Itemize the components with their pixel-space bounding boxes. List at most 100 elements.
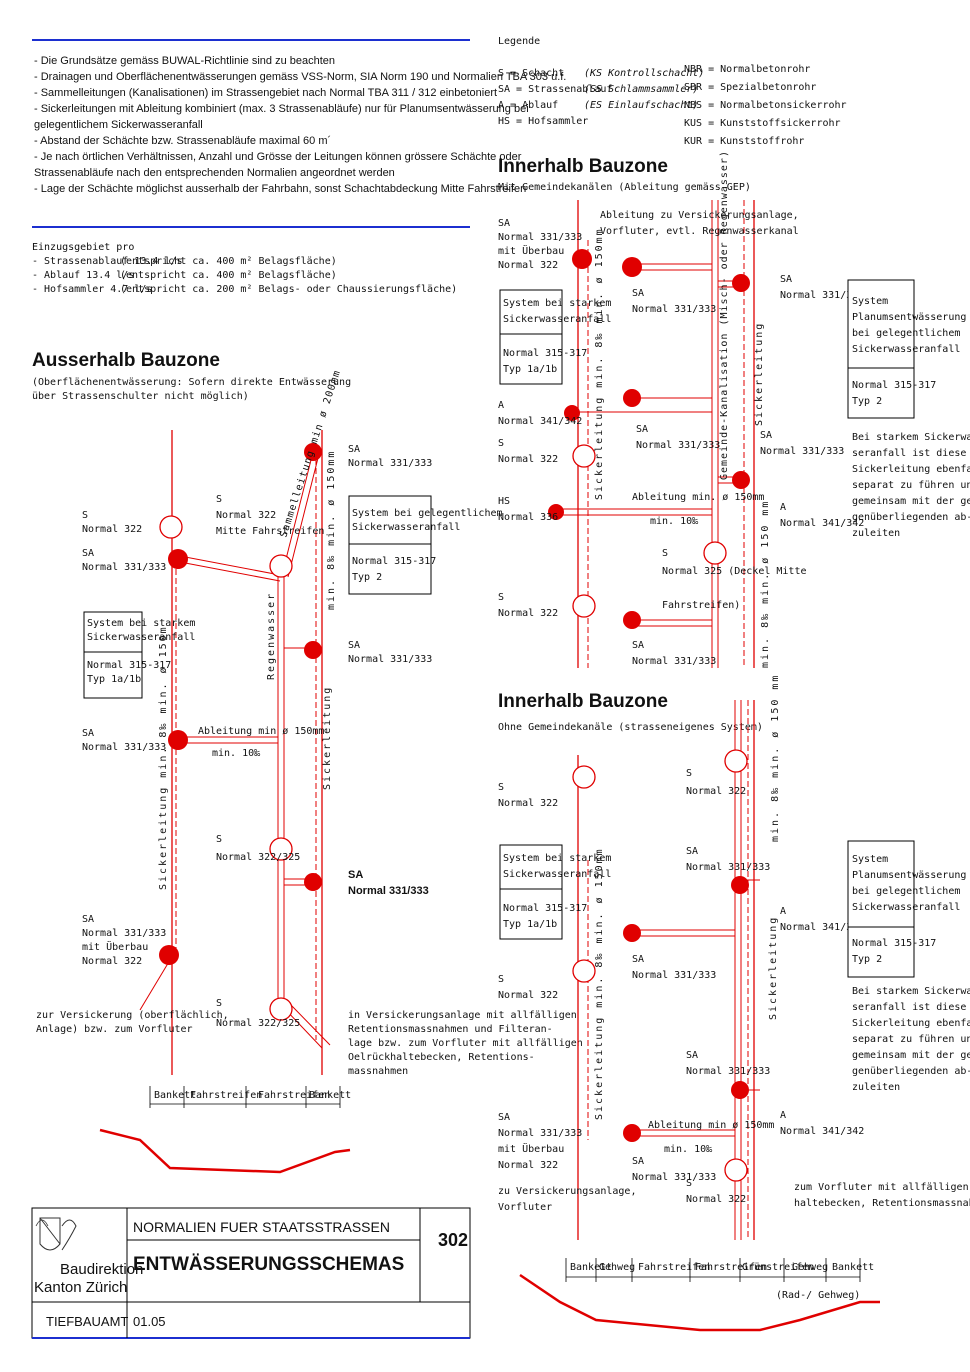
box-text: Normal 315-317 bbox=[503, 903, 587, 914]
section-label: Bankett bbox=[309, 1090, 351, 1101]
note-line: - Die Grundsätze gemäss BUWAL-Richtlinie… bbox=[34, 55, 335, 67]
section-label: Grünstreifen bbox=[742, 1262, 814, 1273]
structure-label: S bbox=[498, 974, 504, 985]
pipe-annotation: min. 10‰ bbox=[212, 748, 261, 759]
structure-label: A bbox=[780, 906, 786, 917]
structure-label: Normal 331/333 bbox=[780, 290, 864, 301]
manhole-symbol bbox=[269, 997, 293, 1021]
collector-pipe bbox=[281, 455, 313, 576]
street-inlet-symbol bbox=[572, 249, 592, 269]
section-label: (Rad-/ Gehweg) bbox=[776, 1290, 860, 1301]
structure-label: Normal 322 bbox=[498, 798, 558, 809]
manhole-symbol bbox=[572, 765, 596, 789]
street-inlet-symbol bbox=[168, 730, 188, 750]
legend-item: NBS = Normalbetonsickerrohr bbox=[684, 100, 847, 111]
street-inlet-symbol bbox=[731, 1081, 749, 1099]
structure-label: Normal 322 bbox=[82, 956, 142, 967]
street-inlet-symbol bbox=[732, 471, 750, 489]
catchment-row: - Ablauf 13.4 l/s bbox=[32, 270, 134, 281]
structure-label: SA bbox=[686, 1050, 698, 1061]
outlet-note: zu Versickerungsanlage, bbox=[498, 1186, 636, 1197]
structure-label: SA bbox=[82, 728, 94, 739]
side-note: gemeinsam mit der ge- bbox=[852, 1050, 970, 1061]
structure-label: SA bbox=[348, 640, 360, 651]
structure-label: S bbox=[498, 438, 504, 449]
section-label: Gehweg bbox=[792, 1262, 828, 1273]
title-block: Baudirektion Kanton Zürich TIEFBAUAMT NO… bbox=[31, 1207, 471, 1339]
manhole-symbol bbox=[269, 837, 293, 861]
system-box bbox=[847, 279, 915, 369]
legend-item: KUR = Kunststoffrohr bbox=[684, 136, 804, 147]
outlet-note: Anlage) bzw. zum Vorfluter bbox=[36, 1024, 193, 1035]
structure-label: Normal 331/333 bbox=[348, 458, 432, 469]
structure-label: S bbox=[498, 782, 504, 793]
section-label: Bankett bbox=[154, 1090, 196, 1101]
legend-item: SA = Strassenablauf bbox=[498, 84, 612, 95]
section-subtitle: Mit Gemeindekanälen (Ableitung gemäss GE… bbox=[498, 182, 751, 193]
structure-label: Normal 322 bbox=[498, 990, 558, 1001]
yard-inlet-symbol bbox=[548, 504, 564, 520]
structure-label: Normal 331/333 bbox=[686, 862, 770, 873]
structure-label: SA bbox=[348, 444, 360, 455]
pipe-annotation: Regenwasser bbox=[266, 592, 277, 680]
catchment-title: Einzugsgebiet pro bbox=[32, 242, 134, 253]
structure-label: SA bbox=[498, 1112, 510, 1123]
street-inlet-symbol bbox=[304, 641, 322, 659]
structure-label: SA bbox=[632, 954, 644, 965]
catchment-row: - Hofsammler 4.7 l/s bbox=[32, 284, 152, 295]
structure-label: SA bbox=[780, 274, 792, 285]
side-note: separat zu führen und bbox=[852, 480, 970, 491]
side-note: Sickerleitung ebenfalls bbox=[852, 1018, 970, 1029]
box-text: Typ 1a/1b bbox=[503, 364, 557, 375]
structure-label: Normal 331/333 bbox=[632, 970, 716, 981]
box-text: Sickerwasseranfall bbox=[352, 522, 460, 533]
outlet-note: Oelrückhaltebecken, Retentions- bbox=[348, 1052, 535, 1063]
system-box bbox=[847, 926, 915, 978]
structure-label: Normal 331/333 bbox=[82, 928, 166, 939]
structure-label: Normal 341/342 bbox=[780, 1126, 864, 1137]
structure-label: A bbox=[780, 502, 786, 513]
note-line: - Lage der Schächte möglichst ausserhalb… bbox=[34, 183, 526, 195]
pipe-annotation: min. 10‰ bbox=[650, 516, 699, 527]
structure-label: A bbox=[780, 1110, 786, 1121]
street-inlet-symbol bbox=[623, 611, 641, 629]
manhole-symbol bbox=[269, 554, 293, 578]
structure-label: SA bbox=[82, 914, 94, 925]
side-note: separat zu führen und bbox=[852, 1034, 970, 1045]
box-text: Sickerwasseranfall bbox=[87, 632, 195, 643]
system-box bbox=[83, 611, 143, 653]
org-canton: Kanton Zürich bbox=[34, 1279, 127, 1296]
structure-label: Normal 341/342 bbox=[780, 922, 864, 933]
structure-label: SA bbox=[632, 288, 644, 299]
outlet-note: Vorfluter bbox=[498, 1202, 552, 1213]
legend-item: NBR = Normalbetonrohr bbox=[684, 64, 810, 75]
box-text: Typ 2 bbox=[852, 954, 882, 965]
pipe-annotation: Ableitung min. ø 150mm bbox=[632, 492, 764, 503]
structure-label: Normal 322/325 bbox=[216, 852, 300, 863]
legend-item: A = Ablauf bbox=[498, 100, 558, 111]
side-note: genüberliegenden ab- bbox=[852, 512, 970, 523]
pipe-annotation: min. 8‰ min. ø 150 mm bbox=[760, 500, 771, 668]
street-inlet-symbol bbox=[304, 873, 322, 891]
outlet-note: massnahmen bbox=[348, 1066, 408, 1077]
structure-label: Normal 322 bbox=[498, 454, 558, 465]
structure-label: Normal 322 bbox=[498, 1160, 558, 1171]
note-line: gelegentlichem Sickerwasseranfall bbox=[34, 119, 203, 131]
sheet-number: 302 bbox=[438, 1230, 468, 1250]
structure-label: Normal 322 bbox=[498, 260, 558, 271]
zurich-crest-icon bbox=[35, 1217, 77, 1251]
structure-label: Normal 331/333 bbox=[686, 1066, 770, 1077]
section-label: Bankett bbox=[832, 1262, 874, 1273]
note-line: - Drainagen und Oberflächenentwässerunge… bbox=[34, 71, 566, 83]
box-text: System bbox=[852, 854, 888, 865]
section-label: Fahrstreifen bbox=[258, 1090, 330, 1101]
box-text: bei gelegentlichem bbox=[852, 328, 960, 339]
box-text: Normal 315-317 bbox=[87, 660, 171, 671]
manhole-symbol bbox=[572, 594, 596, 618]
street-inlet-symbol bbox=[731, 876, 749, 894]
legend: Legende S = Schacht SA = Strassenablauf … bbox=[498, 36, 847, 147]
section-label: Gehweg bbox=[599, 1262, 635, 1273]
section-inside-own: Innerhalb Bauzone Ohne Gemeindekanäle (s… bbox=[498, 674, 970, 1332]
side-note: seranfall ist diese bbox=[852, 1002, 966, 1013]
note-line: Strassenabläufe nach den entsprechenden … bbox=[34, 167, 395, 179]
